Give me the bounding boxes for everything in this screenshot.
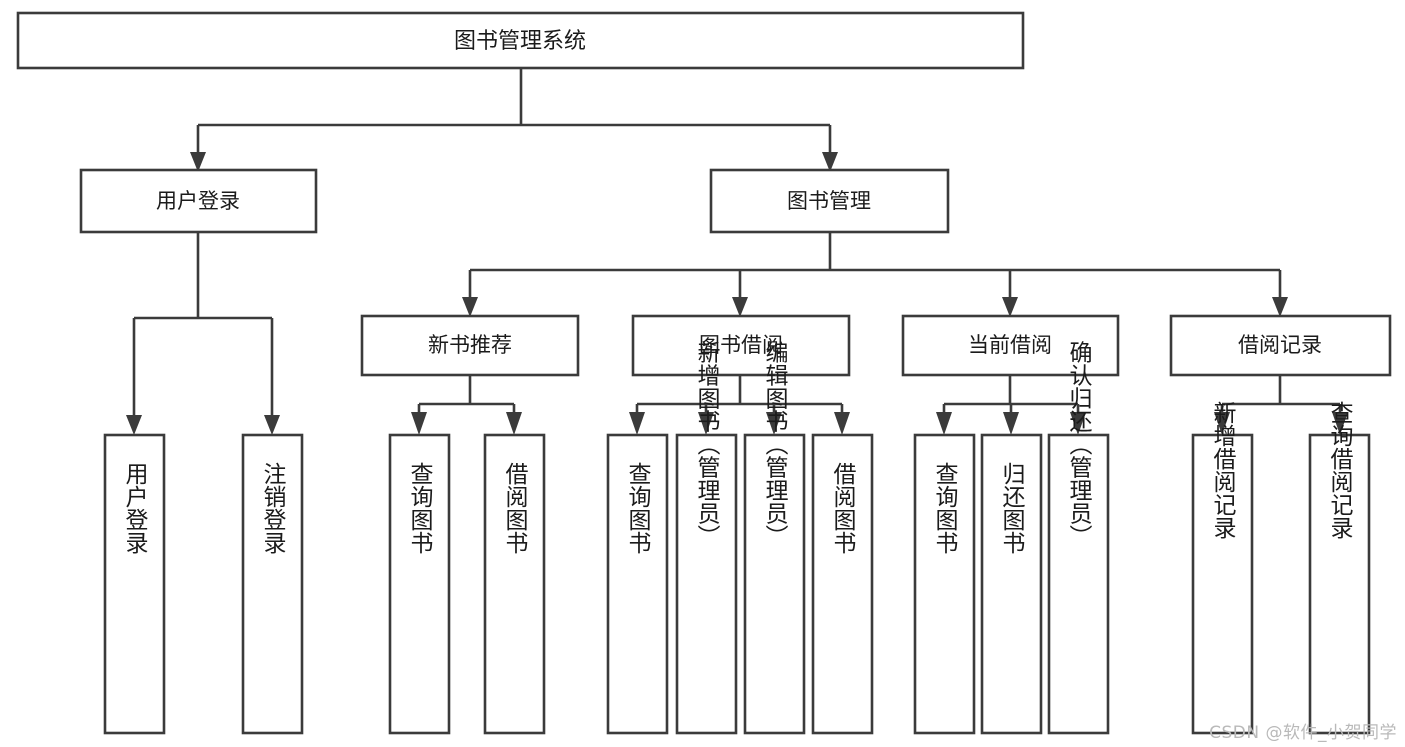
- leaf-query-borrow-record[interactable]: 查询借阅记录: [1308, 401, 1371, 735]
- csdn-watermark: CSDN @软件_小贺同学: [1209, 723, 1397, 743]
- node-current-borrow-label: 当前借阅: [968, 333, 1052, 357]
- arrow-to-leaf-query-book-2: [629, 412, 645, 435]
- arrow-to-new-book: [462, 297, 478, 317]
- leaf-add-book-label: 新增图书（管理员）: [693, 341, 721, 548]
- connector-bookborrow-to-leaves: [629, 375, 850, 435]
- node-borrow-record[interactable]: 借阅记录: [1169, 314, 1392, 377]
- leaf-return-book-label: 归还图书: [998, 462, 1026, 554]
- leaf-edit-book-label: 编辑图书（管理员）: [761, 341, 789, 548]
- connector-bookmgmt-to-level3: [462, 232, 1288, 317]
- node-user-login[interactable]: 用户登录: [79, 168, 318, 234]
- leaf-query-book-current-label: 查询图书: [931, 462, 959, 554]
- arrow-to-leaf-query-record: [1332, 412, 1348, 435]
- leaf-query-borrow-record-label: 查询借阅记录: [1326, 401, 1354, 539]
- leaf-add-borrow-record[interactable]: 新增借阅记录: [1191, 401, 1254, 735]
- node-new-book-recommend[interactable]: 新书推荐: [360, 314, 580, 377]
- leaf-query-book-newbook-label: 查询图书: [406, 462, 434, 554]
- node-root-label: 图书管理系统: [454, 29, 586, 54]
- leaf-borrow-book-borrow-label: 借阅图书: [829, 462, 857, 554]
- arrow-to-leaf-query-book-3: [936, 412, 952, 435]
- node-book-management[interactable]: 图书管理: [709, 168, 950, 234]
- node-root[interactable]: 图书管理系统: [16, 11, 1025, 70]
- arrow-to-book-mgmt: [822, 152, 838, 172]
- arrow-to-borrow-record: [1272, 297, 1288, 317]
- arrow-to-leaf-edit-book: [766, 412, 782, 435]
- leaf-borrow-book-newbook[interactable]: 借阅图书: [483, 433, 546, 735]
- arrow-to-leaf-add-record: [1214, 412, 1230, 435]
- node-new-book-recommend-label: 新书推荐: [428, 333, 512, 357]
- leaf-borrow-book-newbook-label: 借阅图书: [501, 462, 529, 554]
- arrow-to-leaf-confirm-return: [1070, 412, 1086, 435]
- leaf-query-book-current[interactable]: 查询图书: [913, 433, 976, 735]
- leaf-query-book-newbook[interactable]: 查询图书: [388, 433, 451, 735]
- connector-currentborrow-to-leaves: [936, 375, 1086, 435]
- leaf-user-login[interactable]: 用户登录: [103, 433, 166, 735]
- connector-borrowrecord-to-leaves: [1214, 375, 1348, 435]
- leaf-confirm-return-label: 确认归还（管理员）: [1065, 341, 1093, 548]
- connector-newbook-to-leaves: [411, 375, 522, 435]
- node-book-management-label: 图书管理: [787, 189, 871, 213]
- leaf-add-book[interactable]: 新增图书（管理员）: [675, 341, 738, 735]
- node-user-login-label: 用户登录: [156, 189, 240, 213]
- arrow-to-user-login: [190, 152, 206, 172]
- arrow-to-leaf-return-book: [1003, 412, 1019, 435]
- leaf-return-book[interactable]: 归还图书: [980, 433, 1043, 735]
- node-current-borrow[interactable]: 当前借阅: [901, 314, 1120, 377]
- arrow-to-leaf-query-book-1: [411, 412, 427, 435]
- arrow-to-leaf-logout: [264, 415, 280, 435]
- leaf-user-login-label: 用户登录: [121, 462, 149, 554]
- leaf-logout-label: 注销登录: [259, 462, 287, 554]
- arrow-to-leaf-add-book: [698, 412, 714, 435]
- leaf-add-borrow-record-label: 新增借阅记录: [1209, 401, 1237, 539]
- leaf-confirm-return[interactable]: 确认归还（管理员）: [1047, 341, 1110, 735]
- arrow-to-leaf-borrow-book-1: [506, 412, 522, 435]
- node-book-borrow[interactable]: 图书借阅: [631, 314, 851, 377]
- node-borrow-record-label: 借阅记录: [1238, 333, 1322, 357]
- leaf-query-book-borrow-label: 查询图书: [624, 462, 652, 554]
- connector-userlogin-to-leaves: [126, 232, 280, 435]
- leaf-query-book-borrow[interactable]: 查询图书: [606, 433, 669, 735]
- arrow-to-leaf-borrow-book-2: [834, 412, 850, 435]
- connector-root-to-level2: [190, 68, 838, 172]
- node-book-borrow-label: 图书借阅: [699, 333, 783, 357]
- arrow-to-book-borrow: [732, 297, 748, 317]
- leaf-logout[interactable]: 注销登录: [241, 433, 304, 735]
- arrow-to-current-borrow: [1002, 297, 1018, 317]
- arrow-to-leaf-user-login: [126, 415, 142, 435]
- leaf-edit-book[interactable]: 编辑图书（管理员）: [743, 341, 806, 735]
- leaf-borrow-book-borrow[interactable]: 借阅图书: [811, 433, 874, 735]
